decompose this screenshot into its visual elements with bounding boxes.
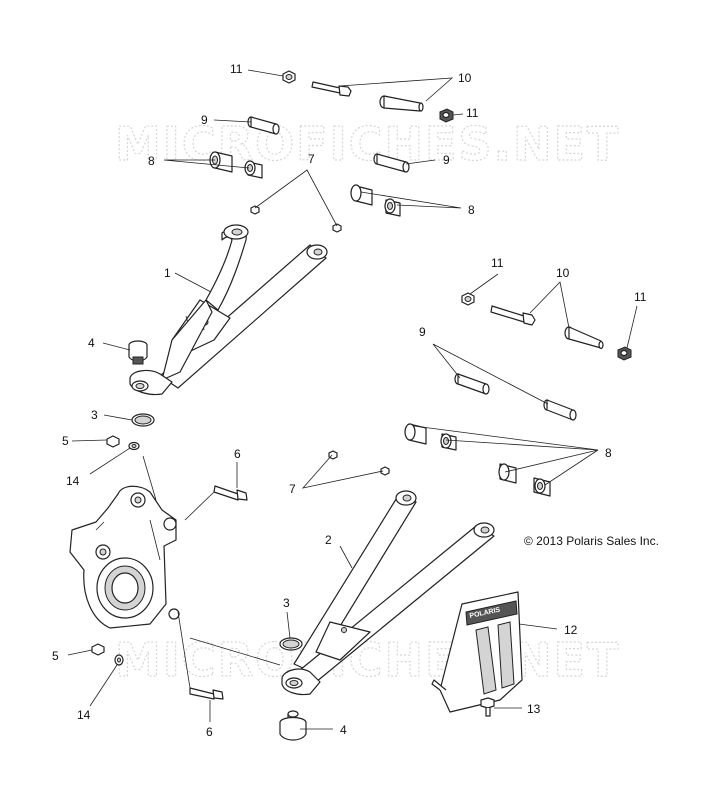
callout-3-bottom: 3 xyxy=(283,596,290,610)
part-9-sleeve-right-2 xyxy=(543,399,577,421)
callout-9-top-left: 9 xyxy=(201,113,208,127)
part-10-bolt-top-right xyxy=(379,95,424,112)
part-13-bolt xyxy=(480,697,495,717)
callout-11-right-upper: 11 xyxy=(491,256,504,270)
callout-7-right: 7 xyxy=(289,482,296,496)
watermark-bottom: MICROFICHES.NET xyxy=(115,633,620,687)
callout-6-top: 6 xyxy=(234,447,241,461)
part-14-washer-left-top xyxy=(128,441,140,451)
part-spindle-knuckle xyxy=(69,485,180,629)
part-2-lower-a-arm xyxy=(281,490,495,696)
callout-6-bottom: 6 xyxy=(206,725,213,739)
callout-13: 13 xyxy=(527,702,541,716)
part-8-bushing-right-2 xyxy=(440,433,457,451)
callout-numbers: 11 10 11 9 8 7 9 8 1 11 10 11 9 4 3 5 14… xyxy=(52,62,659,739)
callout-5-bottom: 5 xyxy=(52,649,59,663)
callout-8-right: 8 xyxy=(605,446,612,460)
callout-8-top-right: 8 xyxy=(468,203,475,217)
callout-11-top: 11 xyxy=(230,62,243,76)
callout-7-top: 7 xyxy=(308,152,315,166)
part-11-nut-top xyxy=(282,70,296,84)
part-6-bolt-lower xyxy=(189,687,224,700)
part-11-nut-far-right xyxy=(617,346,632,361)
part-8-bushing-top-right-1 xyxy=(350,184,373,206)
part-8-bushing-top-right-2 xyxy=(384,198,401,217)
part-5-nut-left-bottom xyxy=(91,643,105,656)
copyright-text: © 2013 Polaris Sales Inc. xyxy=(524,534,659,548)
part-4-ball-joint-top xyxy=(128,340,148,365)
part-5-nut-left-top xyxy=(106,435,120,448)
part-4-ball-joint-bottom xyxy=(279,710,307,741)
part-11-nut-top-right xyxy=(439,108,454,123)
callout-11-top-right: 11 xyxy=(466,106,479,120)
callout-11-far-right: 11 xyxy=(634,290,647,304)
part-10-bolt-right-left xyxy=(490,305,536,326)
callout-9-right: 9 xyxy=(419,325,426,339)
part-3-seal-bottom xyxy=(279,637,303,651)
part-1-upper-a-arm xyxy=(129,224,328,396)
callout-14-top: 14 xyxy=(66,474,80,488)
part-7-grease-fitting-top xyxy=(250,205,342,233)
part-9-sleeve-top-left xyxy=(247,116,280,135)
part-8-bushing-top-left-2 xyxy=(244,160,263,179)
part-8-bushing-right-3 xyxy=(498,463,517,484)
callout-4-top: 4 xyxy=(88,336,95,350)
part-7-grease-fitting-right xyxy=(328,450,390,476)
part-11-nut-right-upper xyxy=(461,292,475,306)
callout-10-right: 10 xyxy=(556,266,570,280)
callout-1: 1 xyxy=(164,266,171,280)
part-14-washer-left-bottom xyxy=(114,654,124,666)
part-10-bolt-right-right xyxy=(564,326,604,350)
callout-9-top-right: 9 xyxy=(443,153,450,167)
leader-lines xyxy=(67,69,638,730)
callout-12: 12 xyxy=(564,623,578,637)
part-8-bushing-right-4 xyxy=(533,477,551,497)
callout-5-top: 5 xyxy=(62,434,69,448)
part-10-bolt-top-left xyxy=(311,81,352,97)
part-6-bolt-upper xyxy=(213,485,248,501)
callout-14-bottom: 14 xyxy=(77,708,91,722)
callout-4-bottom: 4 xyxy=(340,723,347,737)
callout-3-top: 3 xyxy=(91,408,98,422)
part-3-seal-top xyxy=(131,413,155,427)
callout-8-top-left: 8 xyxy=(148,154,155,168)
watermark-top: MICROFICHES.NET xyxy=(115,117,620,171)
callout-10-top: 10 xyxy=(458,71,472,85)
part-9-sleeve-right-1 xyxy=(454,373,490,395)
callout-2: 2 xyxy=(325,533,332,547)
part-12-skid-plate: POLARIS xyxy=(431,591,523,713)
part-9-sleeve-top-right xyxy=(373,153,410,173)
